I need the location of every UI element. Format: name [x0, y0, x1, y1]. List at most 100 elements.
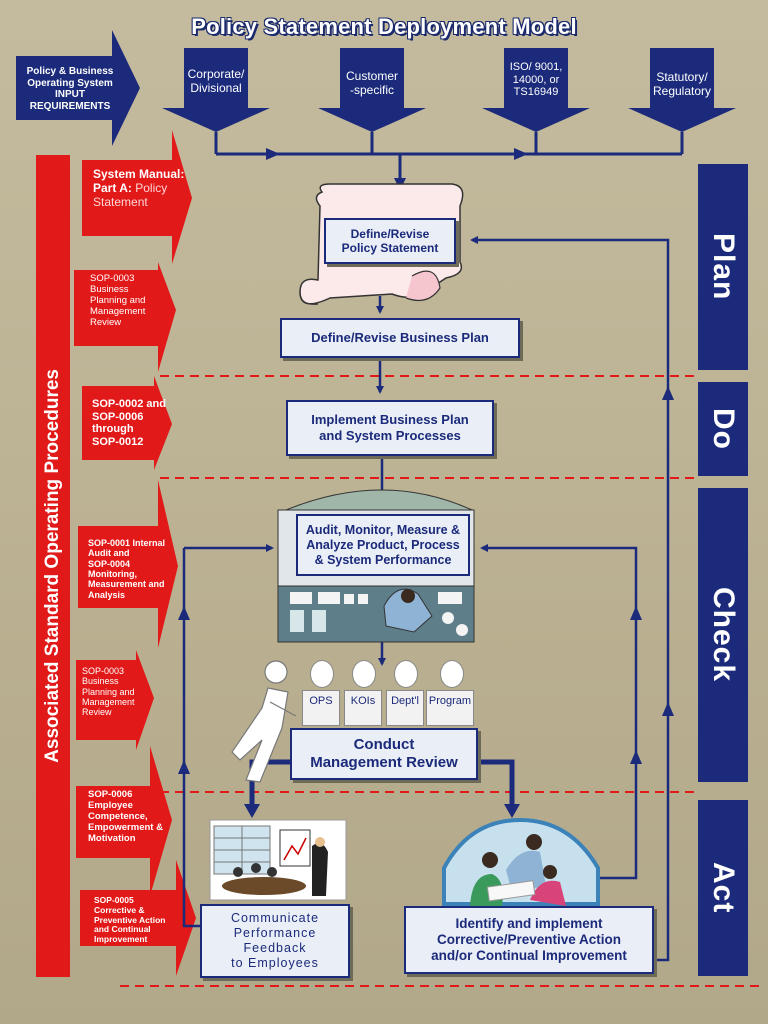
iso-line3: TS16949 — [513, 86, 559, 99]
input-label-line3: INPUT — [55, 89, 85, 100]
define-policy-line1: Define/Revise — [350, 226, 430, 241]
audit-line2: Analyze Product, Process — [306, 537, 460, 552]
define-plan-box: Define/Revise Business Plan — [280, 318, 520, 358]
sop-label-0001: SOP-0001 Internal Audit and SOP-0004 Mon… — [88, 538, 174, 600]
sop5-line3: Planning and — [82, 686, 135, 697]
sop-side-band-label: Associated Standard Operating Procedures — [42, 369, 63, 763]
phase-plan: Plan — [698, 164, 748, 370]
review-input-kois: KOIs — [344, 690, 382, 726]
input-merge-connectors — [214, 132, 684, 180]
customer-line2: -specific — [349, 82, 394, 97]
sop6-line2: Employee — [88, 799, 133, 811]
communicate-line4: to Employees — [231, 956, 319, 970]
implement-line1: Implement Business Plan — [311, 412, 469, 428]
head-deptl — [394, 660, 418, 688]
input-label-line2: Operating System — [27, 77, 113, 89]
sop5-line5: Review — [82, 707, 112, 718]
review-input-deptl-label: Dept'l — [391, 695, 419, 707]
sop7-line5: Improvement — [94, 934, 148, 945]
sop-label-0003-plan: SOP-0003 Business Planning and Managemen… — [90, 273, 160, 329]
input-arrow-corporate — [162, 48, 270, 132]
sop2-line3: Planning and — [90, 294, 146, 306]
define-plan-label: Define/Revise Business Plan — [311, 330, 489, 346]
phase-do: Do — [698, 382, 748, 476]
statutory-line1: Statutory/ — [656, 70, 708, 84]
input-iso-label: ISO/ 9001, 14000, or TS16949 — [500, 61, 572, 99]
input-arrow-customer — [318, 48, 426, 132]
corporate-line1: Corporate/ — [187, 67, 245, 81]
corporate-line2: Divisional — [190, 80, 242, 95]
sop7-line1: SOP-0005 — [94, 895, 134, 905]
phase-act: Act — [698, 800, 748, 976]
loop-up-heads — [178, 386, 674, 774]
review-input-deptl: Dept'l — [386, 690, 424, 726]
phase-check-label: Check — [707, 587, 740, 683]
sop2-line1: SOP-0003 — [90, 273, 135, 284]
review-output-heads — [244, 804, 520, 818]
communicate-line3: Feedback — [243, 941, 307, 955]
sop7-line2: Corrective & — [94, 904, 145, 915]
management-review-box: Conduct Management Review — [290, 728, 478, 780]
head-ops — [310, 660, 334, 688]
sop3-line3: SOP-0012 — [92, 435, 144, 448]
iso-line1: ISO/ 9001, — [509, 61, 563, 73]
corrective-action-box: Identify and implement Corrective/Preven… — [404, 906, 654, 974]
review-line2: Management Review — [310, 754, 458, 771]
audit-box: Audit, Monitor, Measure & Analyze Produc… — [296, 514, 470, 576]
implement-line2: and System Processes — [319, 428, 461, 443]
sop4-line1: SOP-0001 Internal — [88, 538, 166, 548]
sop2-line4: Management — [90, 305, 146, 317]
meeting-illustration — [209, 819, 347, 901]
sop6-line5: Motivation — [88, 832, 136, 844]
input-requirements-arrow — [16, 30, 140, 146]
sop1-line3: Statement — [93, 194, 148, 209]
sop2-line5: Review — [90, 316, 122, 328]
feedback-loops — [182, 236, 670, 962]
review-outputs — [249, 759, 515, 806]
sop5-line1: SOP-0003 — [82, 666, 125, 676]
review-input-ops: OPS — [302, 690, 340, 726]
sop4-line2: Audit and — [88, 548, 130, 559]
input-label-line4: REQUIREMENTS — [29, 100, 111, 112]
phase-act-label: Act — [707, 862, 740, 914]
sop4-line5: Analysis — [88, 589, 126, 600]
diagram-title: Policy Statement Deployment Model — [191, 14, 577, 39]
team-illustration — [442, 817, 600, 906]
sop4-line3: SOP-0004 Monitoring, — [88, 558, 137, 580]
phase-do-label: Do — [707, 408, 740, 450]
sop-arrows — [74, 130, 196, 976]
review-input-kois-label: KOIs — [350, 695, 376, 707]
review-input-program-label: Program — [428, 695, 472, 707]
phase-plan-label: Plan — [707, 233, 740, 301]
input-requirements-label: Policy & Business Operating System INPUT… — [18, 66, 122, 112]
define-policy-box: Define/Revise Policy Statement — [324, 218, 456, 264]
sop3-line1: SOP-0002 and — [92, 398, 166, 410]
phase-check: Check — [698, 488, 748, 782]
input-arrow-statutory — [628, 48, 736, 132]
input-corporate-label: Corporate/ Divisional — [180, 67, 252, 96]
sop4-line4: Measurement and — [88, 579, 165, 590]
sop1-line1: System Manual: — [93, 167, 185, 181]
review-people-figures — [231, 660, 297, 783]
sop6-line3: Competence, — [88, 810, 148, 822]
iso-line2: 14000, or — [512, 73, 560, 86]
review-line1: Conduct — [353, 736, 415, 753]
sop-label-system-manual: System Manual: Part A: Policy Statement — [93, 167, 185, 209]
corrective-line1: Identify and implement — [455, 915, 603, 931]
statutory-line2: Regulatory — [652, 83, 712, 98]
sop-side-band: Associated Standard Operating Procedures — [36, 155, 70, 977]
sop6-line4: Empowerment & — [88, 821, 163, 833]
communicate-line2: Performance — [233, 926, 317, 940]
input-statutory-label: Statutory/ Regulatory — [644, 70, 720, 99]
sop-label-0005: SOP-0005 Corrective & Preventive Action … — [94, 895, 190, 945]
sop1-part: Part A: — [93, 180, 132, 195]
review-input-ops-label: OPS — [309, 695, 333, 707]
head-kois — [352, 660, 376, 688]
sop7-line3: Preventive Action — [94, 914, 166, 925]
implement-box: Implement Business Plan and System Proce… — [286, 400, 494, 456]
audit-line3: & System Performance — [314, 552, 452, 567]
sop2-line2: Business — [90, 283, 129, 295]
sop1-line2: Part A: Policy — [93, 180, 185, 196]
review-figure-heads — [306, 660, 476, 690]
